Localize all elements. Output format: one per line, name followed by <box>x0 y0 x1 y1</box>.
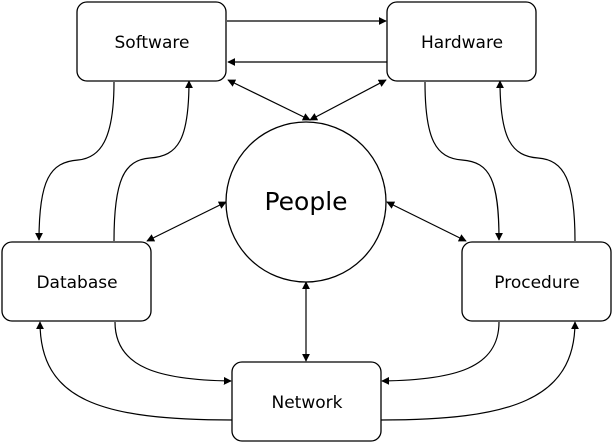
node-network: Network <box>231 361 382 442</box>
edge-people-hardware <box>309 79 387 121</box>
hardware-label: Hardware <box>421 33 503 53</box>
database-label: Database <box>36 273 117 293</box>
software-box <box>76 1 227 82</box>
edge-procedure-to-network <box>381 321 500 385</box>
network-box <box>231 361 382 442</box>
edge-database-to-software <box>113 80 193 242</box>
node-database: Database <box>1 241 152 322</box>
node-software: Software <box>76 1 227 82</box>
network-label: Network <box>272 393 343 413</box>
edge-network-to-database <box>36 321 234 421</box>
node-procedure: Procedure <box>461 241 612 322</box>
people-label: People <box>264 187 347 216</box>
edge-people-software <box>227 79 311 121</box>
node-people: People <box>225 121 387 283</box>
edge-people-procedure <box>386 201 467 242</box>
edge-network-to-procedure <box>380 321 579 421</box>
hardware-box <box>386 1 537 82</box>
edges <box>35 17 579 421</box>
edge-procedure-to-hardware <box>496 80 576 242</box>
procedure-box <box>461 241 612 322</box>
software-label: Software <box>115 33 190 53</box>
procedure-label: Procedure <box>494 273 579 293</box>
people-circle <box>225 121 387 283</box>
edge-people-database <box>146 201 227 242</box>
edge-database-to-network <box>114 321 232 385</box>
edge-software-to-database <box>35 81 115 241</box>
node-hardware: Hardware <box>386 1 537 82</box>
database-box <box>1 241 152 322</box>
edge-hardware-to-procedure <box>424 81 503 241</box>
